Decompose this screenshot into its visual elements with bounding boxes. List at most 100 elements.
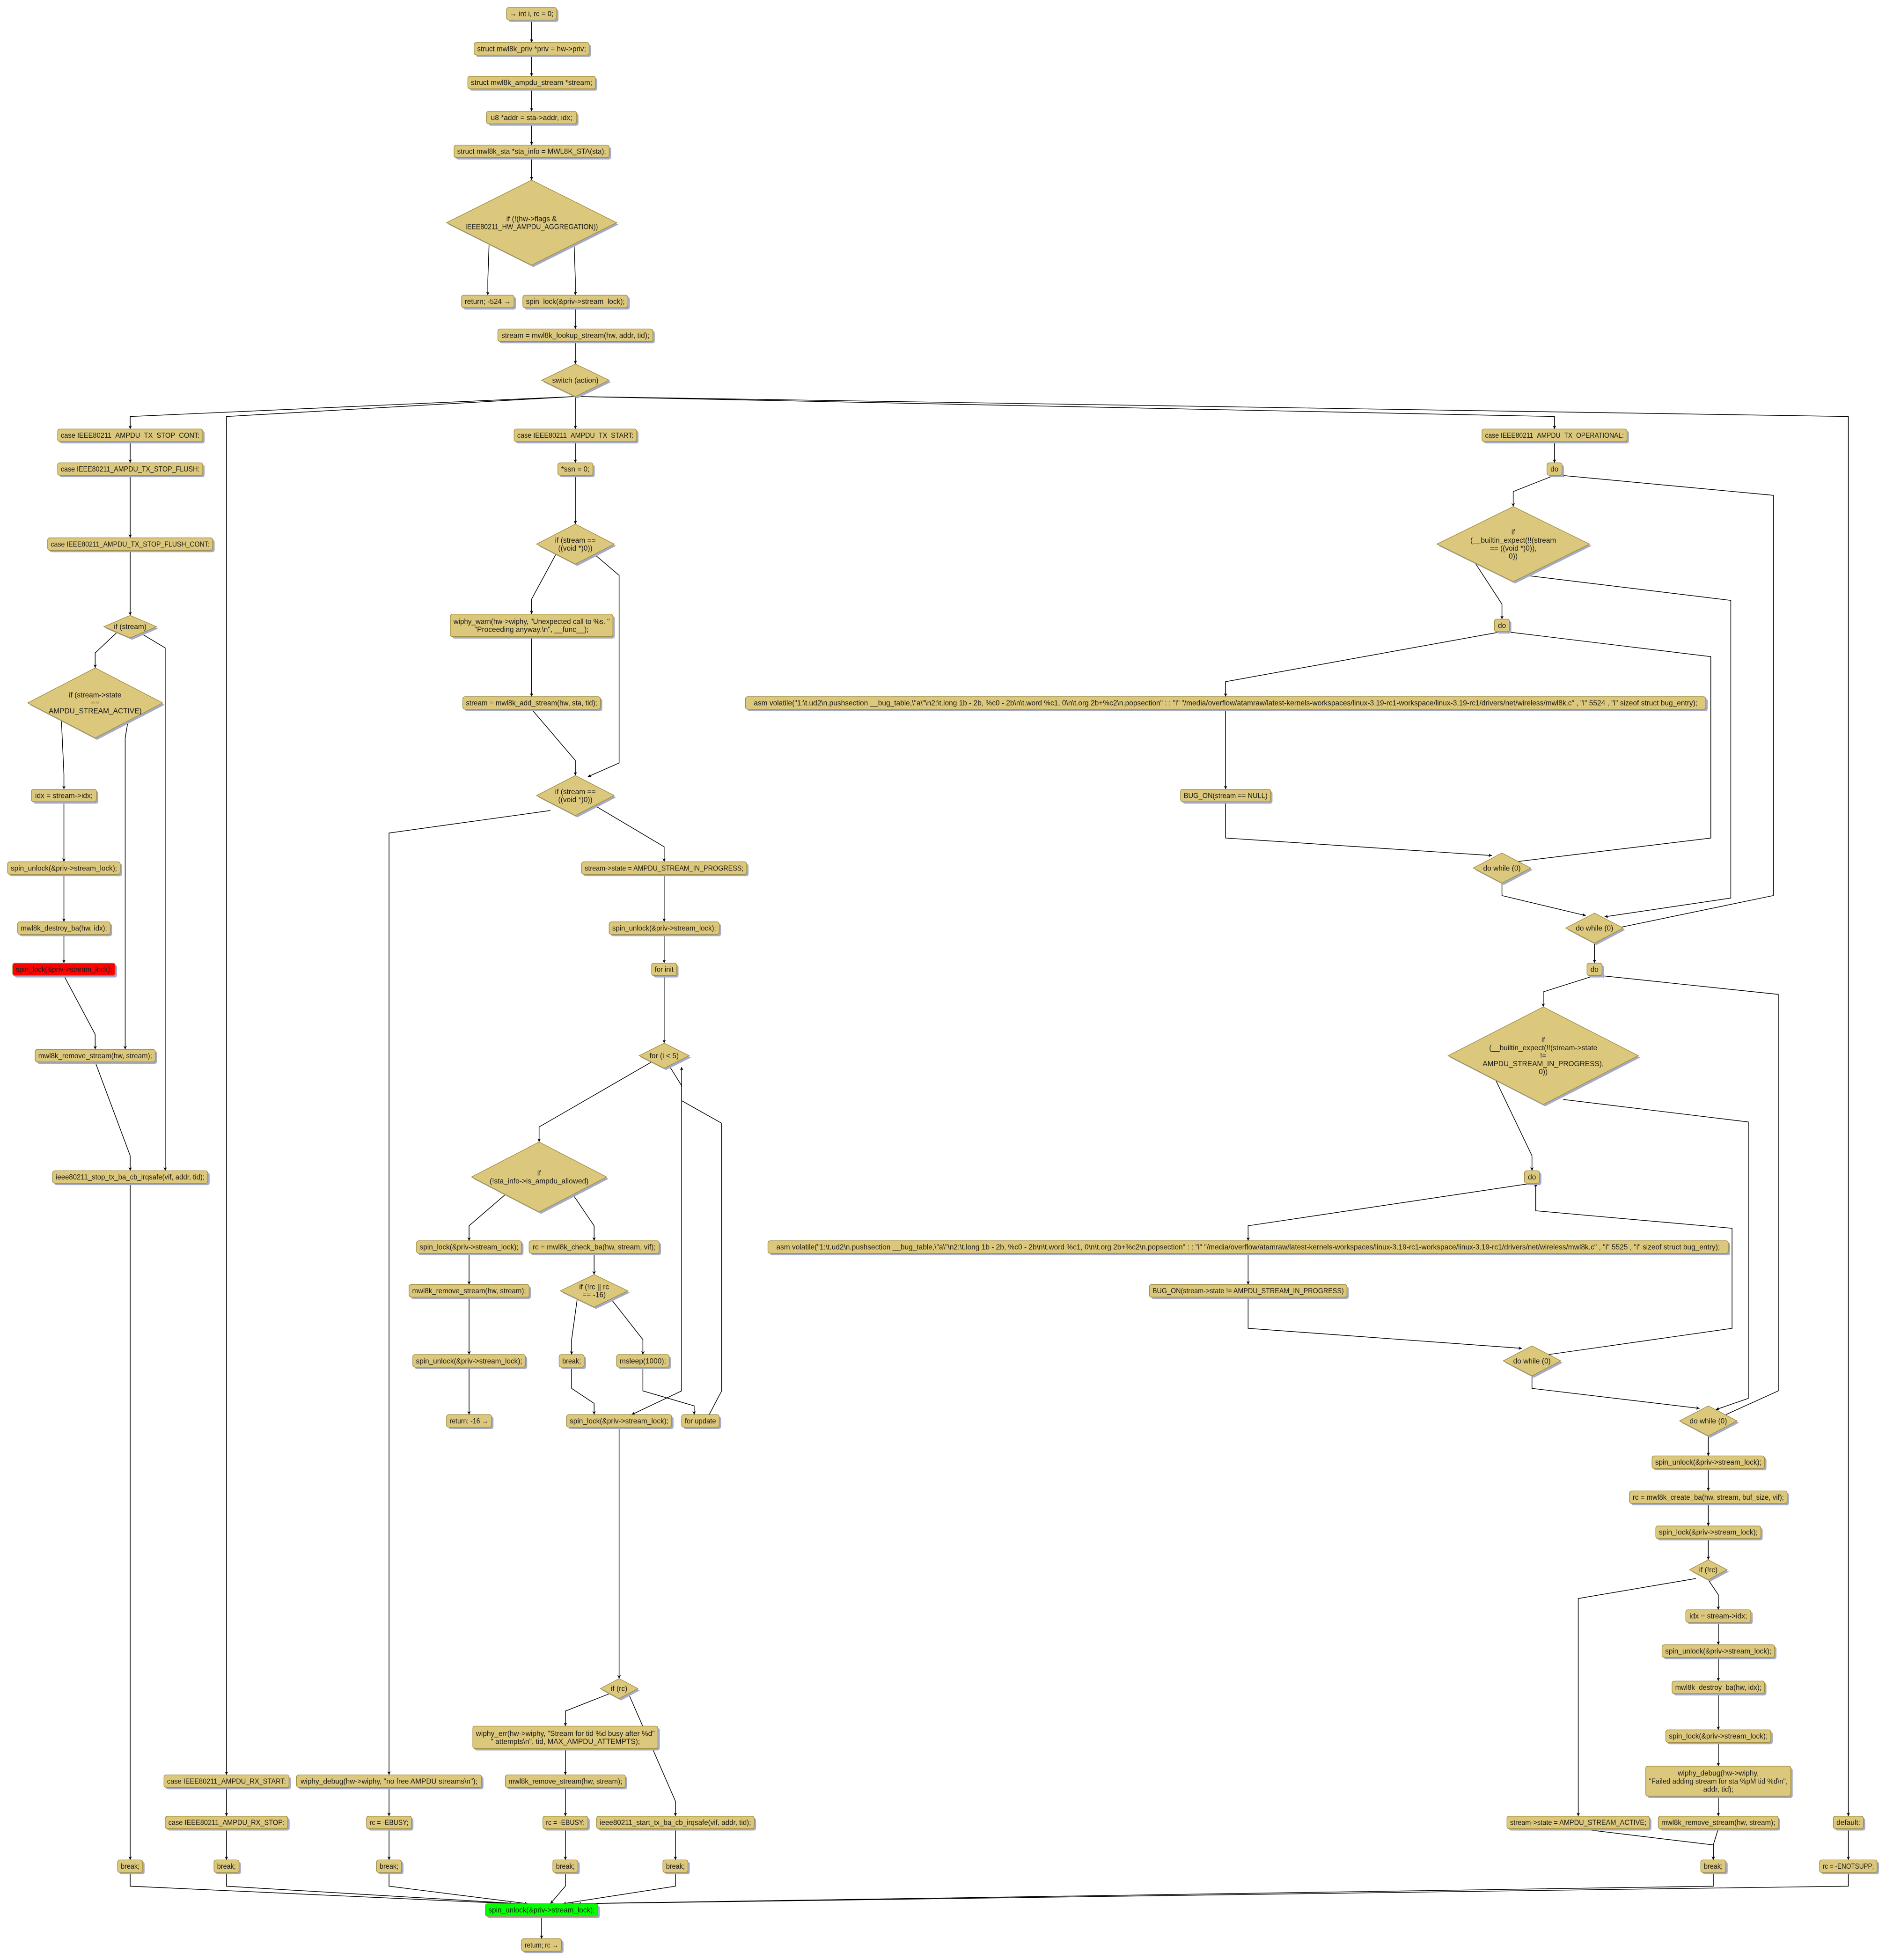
decision-node[interactable]: if (!(hw->flags &IEEE80211_HW_AMPDU_AGGR…: [446, 179, 619, 267]
statement-node[interactable]: stream = mwl8k_lookup_stream(hw, addr, t…: [497, 328, 655, 344]
statement-node[interactable]: wiphy_debug(hw->wiphy,"Failed adding str…: [1645, 1766, 1793, 1798]
statement-node[interactable]: break;: [1700, 1859, 1728, 1875]
statement-node[interactable]: break;: [558, 1354, 586, 1369]
statement-node[interactable]: case IEEE80211_AMPDU_RX_STOP:: [165, 1816, 290, 1831]
statement-node[interactable]: stream = mwl8k_add_stream(hw, sta, tid);: [462, 696, 602, 711]
statement-node[interactable]: break;: [213, 1859, 241, 1875]
statement-node[interactable]: do: [1524, 1170, 1541, 1186]
statement-node[interactable]: case IEEE80211_AMPDU_TX_STOP_FLUSH_CONT:: [47, 538, 215, 553]
statement-node[interactable]: rc = -EBUSY;: [543, 1816, 590, 1831]
box-shape: [467, 76, 596, 89]
node-label-line: idx = stream->idx;: [1689, 1613, 1747, 1621]
statement-node[interactable]: return; -16 →: [446, 1414, 494, 1429]
decision-node[interactable]: for (i < 5): [638, 1043, 691, 1070]
statement-node[interactable]: rc = -EBUSY;: [366, 1816, 414, 1831]
statement-node[interactable]: spin_lock(&priv->stream_lock);: [1665, 1729, 1773, 1745]
decision-node[interactable]: if(!sta_info->is_ampdu_allowed): [470, 1142, 609, 1214]
decision-node[interactable]: if(__builtin_expect(!!(stream== ((void *…: [1436, 506, 1592, 584]
decision-node[interactable]: if (stream ==((void *)0)): [536, 523, 616, 566]
decision-node[interactable]: if (stream->state==AMPDU_STREAM_ACTIVE): [27, 667, 165, 740]
statement-node[interactable]: mwl8k_destroy_ba(hw, idx);: [17, 921, 112, 936]
statement-node[interactable]: rc = mwl8k_check_ba(hw, stream, vif);: [528, 1240, 661, 1255]
flow-edge: [1501, 883, 1586, 917]
decision-node[interactable]: switch (action): [541, 363, 611, 398]
statement-node[interactable]: asm volatile("1:\t.ud2\n.pushsection __b…: [745, 696, 1708, 711]
statement-node[interactable]: rc = -ENOTSUPP;: [1819, 1859, 1879, 1875]
statement-node[interactable]: spin_lock(&priv->stream_lock);: [1655, 1525, 1763, 1540]
statement-node[interactable]: idx = stream->idx;: [1685, 1609, 1753, 1624]
statement-node[interactable]: u8 *addr = sta->addr, idx;: [486, 111, 579, 126]
statement-node[interactable]: struct mwl8k_ampdu_stream *stream;: [467, 76, 597, 91]
statement-node[interactable]: spin_unlock(&priv->stream_lock);: [1651, 1455, 1767, 1471]
statement-node[interactable]: spin_unlock(&priv->stream_lock);: [609, 921, 721, 936]
node-label-line: for update: [685, 1417, 716, 1425]
statement-node[interactable]: return; rc →: [521, 1938, 564, 1953]
error-statement-node[interactable]: spin_lock(&priv->stream_lock);: [12, 963, 117, 978]
statement-node[interactable]: case IEEE80211_AMPDU_RX_START:: [163, 1774, 291, 1790]
decision-node[interactable]: if (stream): [103, 615, 159, 640]
statement-node[interactable]: *ssn = 0;: [558, 462, 595, 478]
box-shape: [528, 1240, 660, 1254]
statement-node[interactable]: do: [1586, 963, 1604, 978]
statement-node[interactable]: case IEEE80211_AMPDU_TX_OPERATIONAL:: [1482, 428, 1629, 443]
statement-node[interactable]: for update: [681, 1414, 721, 1429]
node-label-line: if (!rc || rc: [579, 1283, 609, 1291]
decision-node[interactable]: if (!rc || rc== -16): [559, 1274, 630, 1309]
flow-edge: [1541, 975, 1595, 1007]
decision-node[interactable]: if (rc): [600, 1678, 640, 1701]
statement-node[interactable]: asm volatile("1:\t.ud2\n.pushsection __b…: [767, 1240, 1731, 1255]
statement-node[interactable]: struct mwl8k_sta *sta_info = MWL8K_STA(s…: [454, 145, 611, 160]
statement-node[interactable]: spin_lock(&priv->stream_lock);: [416, 1240, 524, 1255]
decision-node[interactable]: do while (0): [1679, 1405, 1739, 1438]
statement-node[interactable]: mwl8k_remove_stream(hw, stream);: [1658, 1816, 1780, 1831]
node-label-line: do: [1498, 622, 1506, 630]
statement-node[interactable]: mwl8k_remove_stream(hw, stream);: [409, 1284, 531, 1299]
decision-node[interactable]: if (!rc): [1688, 1559, 1729, 1582]
statement-node[interactable]: → int i, rc = 0;: [506, 7, 559, 22]
statement-node[interactable]: for init: [651, 963, 679, 978]
node-label-line: spin_lock(&priv->stream_lock);: [1669, 1732, 1768, 1740]
statement-node[interactable]: ieee80211_start_tx_ba_cb_irqsafe(vif, ad…: [596, 1816, 756, 1831]
statement-node[interactable]: idx = stream->idx;: [31, 788, 99, 804]
statement-node[interactable]: BUG_ON(stream == NULL): [1180, 788, 1273, 804]
node-label-line: spin_unlock(&priv->stream_lock);: [1655, 1459, 1761, 1466]
exit-statement-node[interactable]: spin_unlock(&priv->stream_lock);: [485, 1903, 600, 1918]
statement-node[interactable]: spin_unlock(&priv->stream_lock);: [7, 861, 122, 877]
statement-node[interactable]: break;: [376, 1859, 404, 1875]
statement-node[interactable]: wiphy_err(hw->wiphy, "Stream for tid %d …: [472, 1725, 660, 1751]
statement-node[interactable]: msleep(1000);: [616, 1354, 671, 1369]
statement-node[interactable]: spin_lock(&priv->stream_lock);: [566, 1414, 674, 1429]
decision-node[interactable]: if(__builtin_expect(!!(stream->state!=AM…: [1447, 1006, 1640, 1106]
statement-node[interactable]: spin_unlock(&priv->stream_lock);: [412, 1354, 528, 1369]
decision-node[interactable]: do while (0): [1502, 1345, 1563, 1378]
statement-node[interactable]: break;: [662, 1859, 690, 1875]
statement-node[interactable]: spin_lock(&priv->stream_lock);: [522, 295, 630, 310]
statement-node[interactable]: rc = mwl8k_create_ba(hw, stream, buf_siz…: [1629, 1490, 1789, 1505]
decision-node[interactable]: if (stream ==((void *)0)): [536, 775, 616, 818]
statement-node[interactable]: do: [1494, 619, 1512, 634]
statement-node[interactable]: mwl8k_destroy_ba(hw, idx);: [1672, 1680, 1767, 1696]
decision-node[interactable]: do while (0): [1472, 853, 1533, 885]
statement-node[interactable]: do: [1547, 462, 1564, 478]
statement-node[interactable]: case IEEE80211_AMPDU_TX_START:: [514, 428, 639, 443]
statement-node[interactable]: mwl8k_remove_stream(hw, stream);: [505, 1774, 627, 1790]
box-shape: [1655, 1525, 1761, 1539]
diamond-shape: [1565, 913, 1624, 943]
statement-node[interactable]: ieee80211_stop_tx_ba_cb_irqsafe(vif, add…: [52, 1170, 210, 1186]
statement-node[interactable]: case IEEE80211_AMPDU_TX_STOP_CONT:: [57, 428, 205, 443]
statement-node[interactable]: wiphy_warn(hw->wiphy, "Unexpected call t…: [450, 613, 615, 639]
statement-node[interactable]: case IEEE80211_AMPDU_TX_STOP_FLUSH:: [57, 462, 205, 478]
decision-node[interactable]: do while (0): [1565, 913, 1625, 945]
statement-node[interactable]: spin_unlock(&priv->stream_lock);: [1661, 1644, 1776, 1659]
statement-node[interactable]: struct mwl8k_priv *priv = hw->priv;: [474, 42, 591, 57]
statement-node[interactable]: mwl8k_remove_stream(hw, stream);: [35, 1049, 157, 1064]
statement-node[interactable]: return; -524 →: [461, 295, 516, 310]
statement-node[interactable]: break;: [552, 1859, 580, 1875]
statement-node[interactable]: default:: [1833, 1816, 1865, 1831]
statement-node[interactable]: stream->state = AMPDU_STREAM_IN_PROGRESS…: [581, 861, 749, 877]
statement-node[interactable]: BUG_ON(stream->state != AMPDU_STREAM_IN_…: [1149, 1284, 1349, 1299]
node-label-line: AMPDU_STREAM_IN_PROGRESS),: [1482, 1060, 1604, 1068]
statement-node[interactable]: break;: [117, 1859, 145, 1875]
statement-node[interactable]: stream->state = AMPDU_STREAM_ACTIVE;: [1506, 1816, 1651, 1831]
statement-node[interactable]: wiphy_debug(hw->wiphy, "no free AMPDU st…: [296, 1774, 484, 1790]
